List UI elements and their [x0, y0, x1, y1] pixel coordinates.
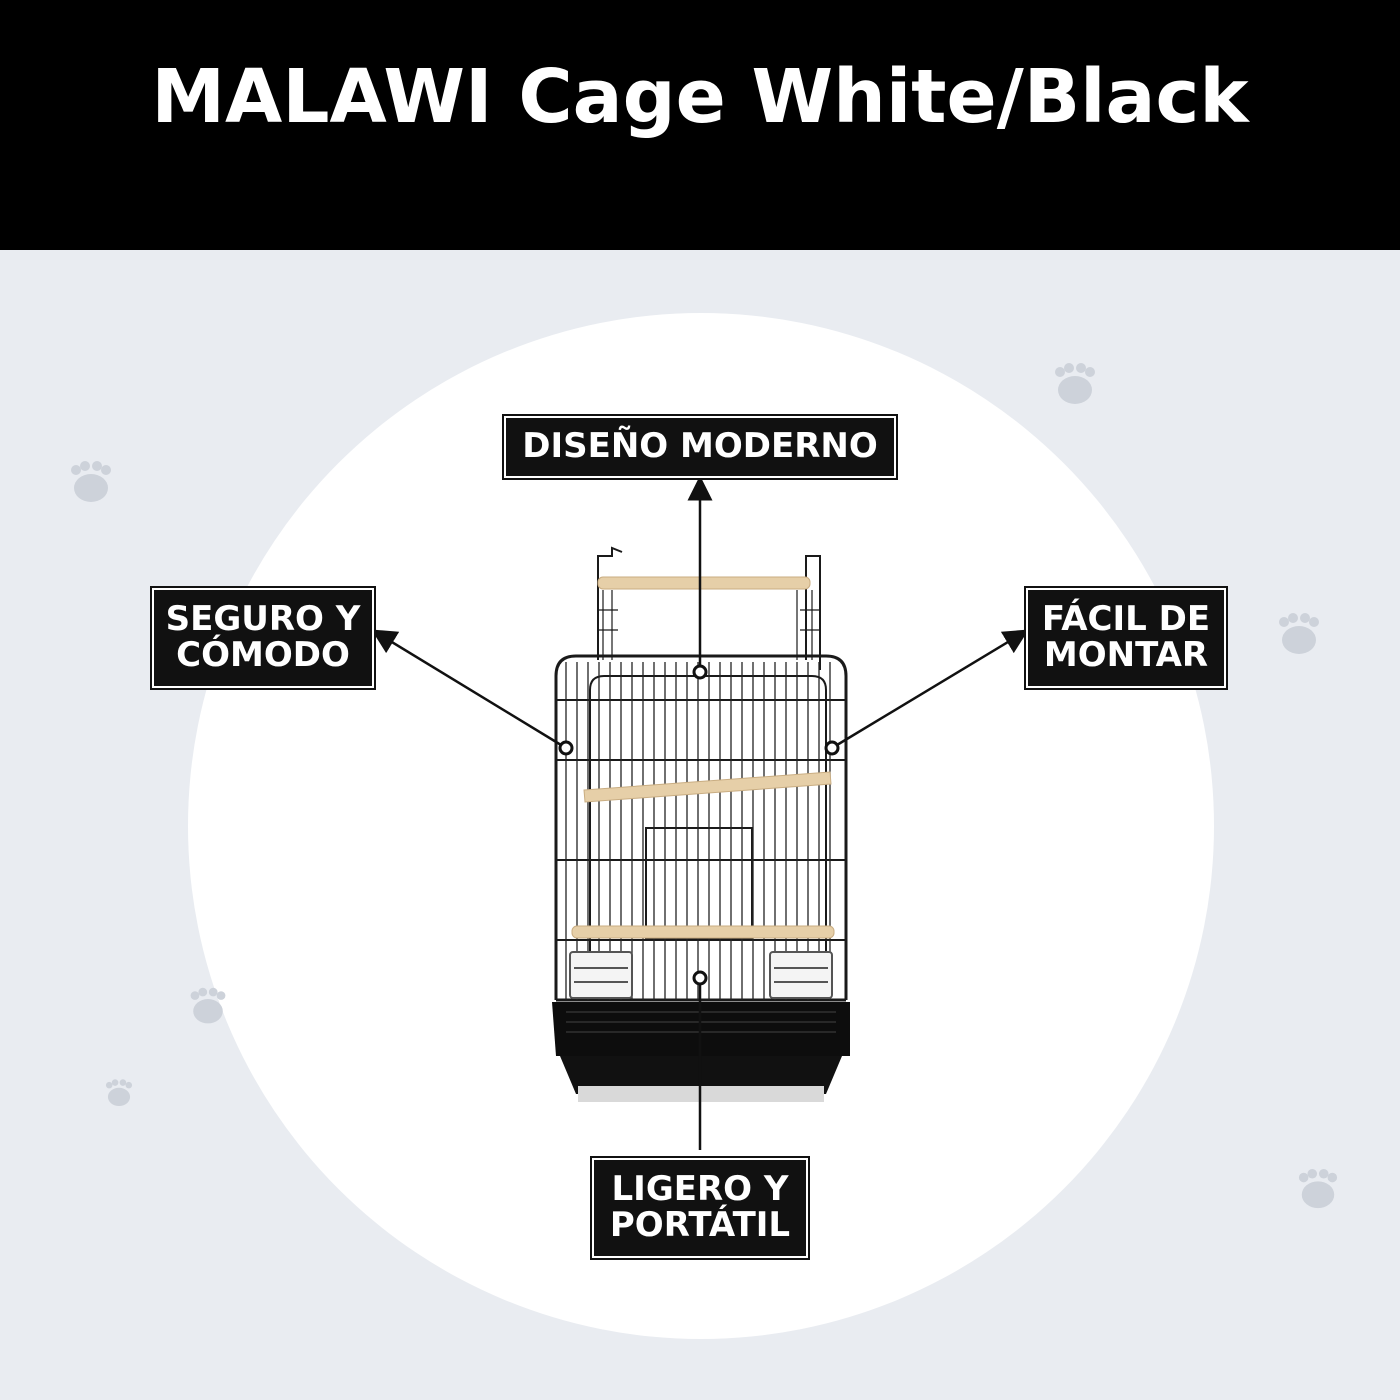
paw-print-icon [1298, 1168, 1338, 1209]
feeders [569, 951, 833, 999]
page-title: MALAWI Cage White/Black [151, 54, 1249, 140]
feature-label-safe-comfortable: SEGURO Y CÓMODO [150, 586, 376, 690]
paw-print-icon [190, 987, 226, 1024]
paw-print-icon [1055, 363, 1095, 404]
paw-print-icon [71, 461, 111, 502]
paw-print-icon [105, 1079, 133, 1107]
feature-label-line: DISEÑO MODERNO [522, 426, 878, 467]
feature-label-line: PORTÁTIL [609, 1205, 791, 1245]
perches [571, 576, 835, 939]
feature-label-line: MONTAR [1043, 635, 1209, 675]
header-banner: MALAWI Cage White/Black [0, 0, 1400, 250]
feature-label-line: CÓMODO [176, 635, 350, 675]
pointer-dots [558, 664, 840, 986]
feature-label-line: LIGERO Y [611, 1169, 789, 1210]
paw-print-icon [1279, 613, 1319, 654]
cage-bars: /* placeholder to keep group */ [565, 662, 831, 1000]
cage [554, 546, 848, 1002]
feature-label-line: SEGURO Y [165, 599, 361, 640]
feature-label-modern-design: DISEÑO MODERNO [502, 414, 898, 480]
feature-label-easy-assembly: FÁCIL DE MONTAR [1024, 586, 1228, 690]
feature-label-light-portable: LIGERO Y PORTÁTIL [590, 1156, 810, 1260]
pointer-lines [371, 475, 1029, 1150]
feature-label-line: FÁCIL DE [1041, 599, 1211, 640]
